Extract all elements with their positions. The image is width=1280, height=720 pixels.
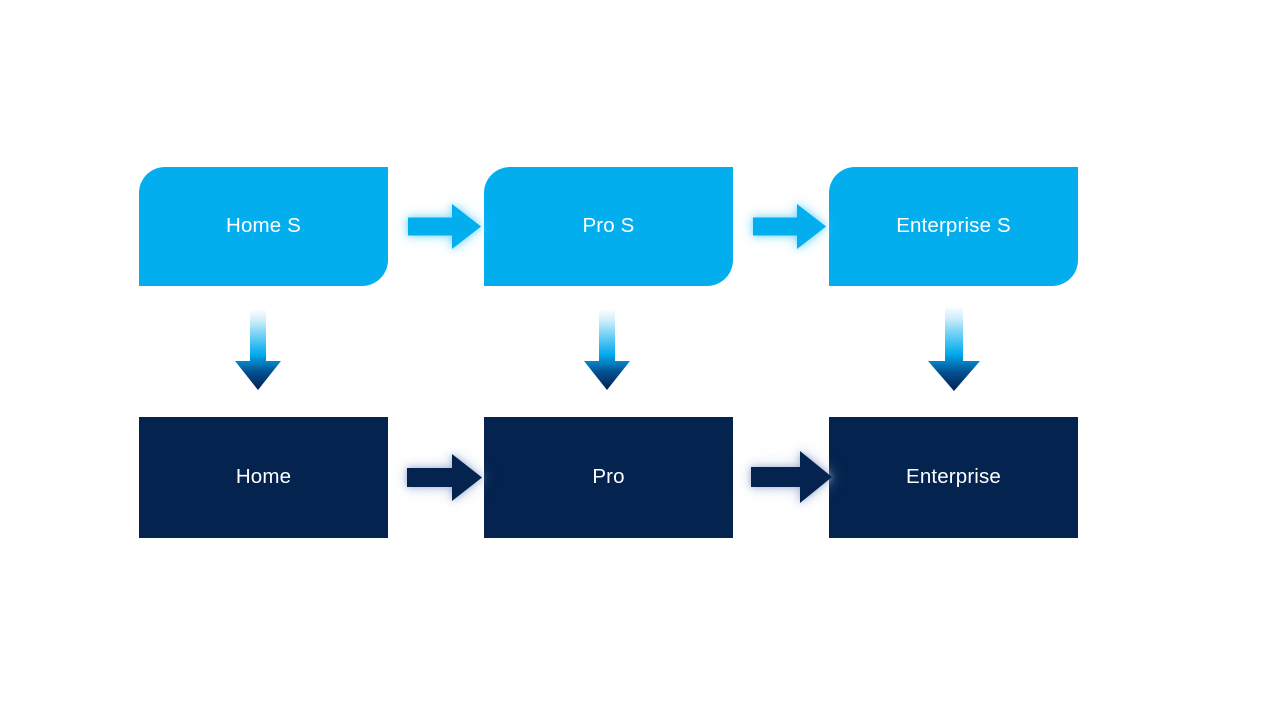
connector-home-s-to-home bbox=[234, 309, 282, 391]
arrow-down-icon bbox=[928, 306, 980, 391]
connector-pro-s-to-enterprise-s bbox=[753, 203, 827, 250]
node-label-enterprise: Enterprise bbox=[906, 465, 1001, 489]
connector-enterprise-s-to-enterprise bbox=[927, 306, 981, 392]
node-label-home-s: Home S bbox=[226, 214, 301, 238]
arrow-right-icon bbox=[751, 451, 832, 503]
connector-home-to-pro bbox=[407, 453, 483, 502]
node-label-pro: Pro bbox=[592, 465, 625, 489]
node-enterprise-s[interactable]: Enterprise S bbox=[829, 167, 1078, 286]
node-pro-s[interactable]: Pro S bbox=[484, 167, 733, 286]
arrow-right-icon bbox=[408, 204, 481, 249]
arrow-down-icon bbox=[235, 309, 281, 390]
node-enterprise[interactable]: Enterprise bbox=[829, 417, 1078, 538]
connector-pro-s-to-pro bbox=[583, 309, 631, 391]
node-label-pro-s: Pro S bbox=[582, 214, 635, 238]
arrow-down-icon bbox=[584, 309, 630, 390]
node-home-s[interactable]: Home S bbox=[139, 167, 388, 286]
arrow-right-icon bbox=[753, 204, 826, 249]
node-pro[interactable]: Pro bbox=[484, 417, 733, 538]
node-label-enterprise-s: Enterprise S bbox=[896, 214, 1011, 238]
node-label-home: Home bbox=[235, 465, 292, 489]
connector-home-s-to-pro-s bbox=[408, 203, 482, 250]
connector-pro-to-enterprise bbox=[751, 450, 833, 504]
arrow-right-icon bbox=[407, 454, 482, 501]
node-home[interactable]: Home bbox=[139, 417, 388, 538]
